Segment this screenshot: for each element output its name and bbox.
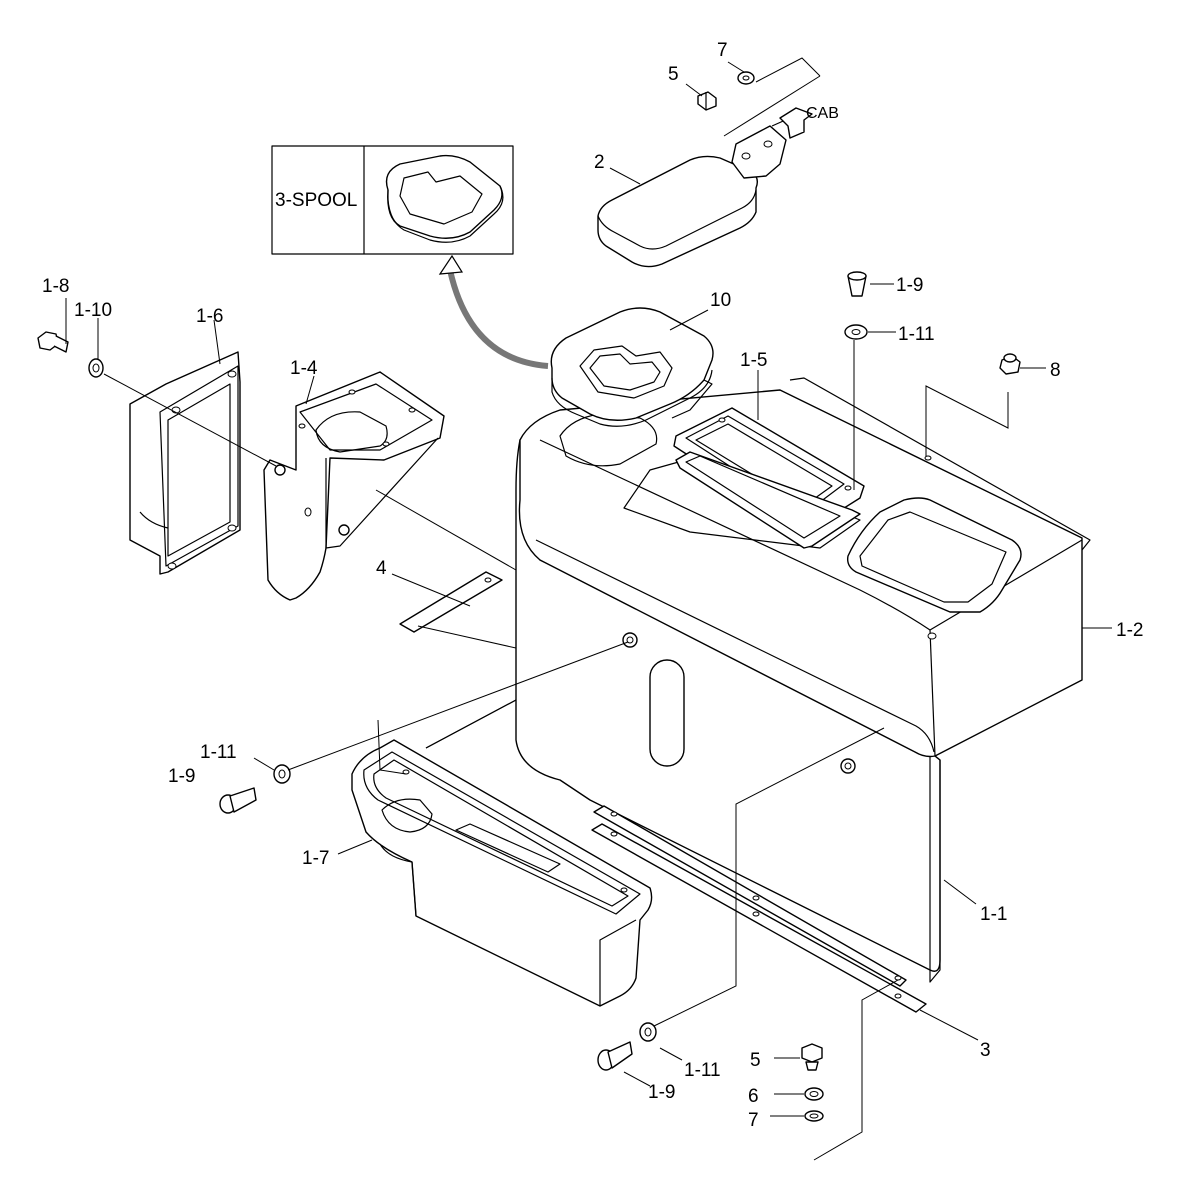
washer-6: [804, 1087, 824, 1101]
labels: 3-SPOOL CAB 7 5 2 10 1-9 1-11 8 1-5 1-8 …: [42, 40, 1143, 1131]
callout-6: 6: [748, 1086, 759, 1107]
callout-1-4: 1-4: [290, 358, 318, 379]
part-2-armrest: [597, 155, 759, 268]
cab-bracket: [723, 57, 821, 179]
washer-7-top: [737, 71, 755, 85]
callout-1-9-bot: 1-9: [648, 1082, 675, 1103]
inset-pad-side: [387, 185, 504, 243]
part-3-mounting-bars: [591, 805, 927, 1013]
nut-8: [999, 353, 1021, 375]
part-10-pad: [550, 307, 714, 427]
part-1-2-console-top: [518, 377, 1091, 758]
washer-1-11-top: [844, 324, 868, 340]
callout-1-2: 1-2: [1116, 620, 1143, 641]
callout-1-1: 1-1: [980, 904, 1007, 925]
part-1-4-mount-bracket: [263, 371, 445, 601]
part-1-6-frame-bracket: [129, 351, 241, 575]
washer-7-bot: [804, 1110, 824, 1122]
bolt-5-bot: [801, 1043, 823, 1071]
inset-pointer-arrow: [438, 254, 549, 369]
callout-1-9-left: 1-9: [168, 766, 195, 787]
inset-pad-opening: [399, 171, 483, 225]
bolt-1-9-left: [219, 787, 257, 814]
callout-1-5: 1-5: [740, 350, 767, 371]
callout-1-9-top: 1-9: [896, 275, 923, 296]
part-4-strip: [399, 571, 503, 633]
console-large-opening: [846, 497, 1022, 613]
bolt-1-9-bot: [597, 1041, 633, 1071]
callout-1-6: 1-6: [196, 306, 223, 327]
callout-10: 10: [710, 290, 731, 311]
callout-1-11-left: 1-11: [200, 742, 237, 763]
washer-1-10: [88, 358, 104, 378]
callout-3: 3: [980, 1040, 991, 1061]
bolt-1-9-top: [847, 271, 867, 297]
washer-1-11-bot: [639, 1022, 657, 1042]
callout-5-bot: 5: [750, 1050, 761, 1071]
callout-7-top: 7: [717, 40, 728, 61]
callout-7-bot: 7: [748, 1110, 759, 1131]
callout-2: 2: [594, 152, 605, 173]
callout-1-10: 1-10: [74, 300, 112, 321]
cab-label: CAB: [806, 105, 839, 122]
console-slot: [649, 659, 685, 767]
inset-label: 3-SPOOL: [275, 190, 357, 211]
callout-8: 8: [1050, 360, 1061, 381]
washer-1-11-left: [273, 764, 291, 784]
leader-lines: [65, 61, 1112, 1161]
inset-frame: [271, 145, 514, 255]
part-1-7-storage-tray: [351, 739, 653, 1007]
inset-3-spool: [271, 145, 514, 255]
cab-direction-arrow: [779, 107, 813, 139]
callout-1-11-top: 1-11: [898, 324, 935, 345]
part-1-5-cover-plate: [673, 407, 865, 549]
callout-1-11-bot: 1-11: [684, 1060, 721, 1081]
bolt-5-top: [697, 91, 717, 111]
callout-1-8: 1-8: [42, 276, 69, 297]
callout-4: 4: [376, 558, 387, 579]
callout-5-top: 5: [668, 64, 679, 85]
callout-1-7: 1-7: [302, 848, 329, 869]
inset-pad-outline: [385, 154, 503, 239]
bolt-1-8: [37, 331, 69, 353]
